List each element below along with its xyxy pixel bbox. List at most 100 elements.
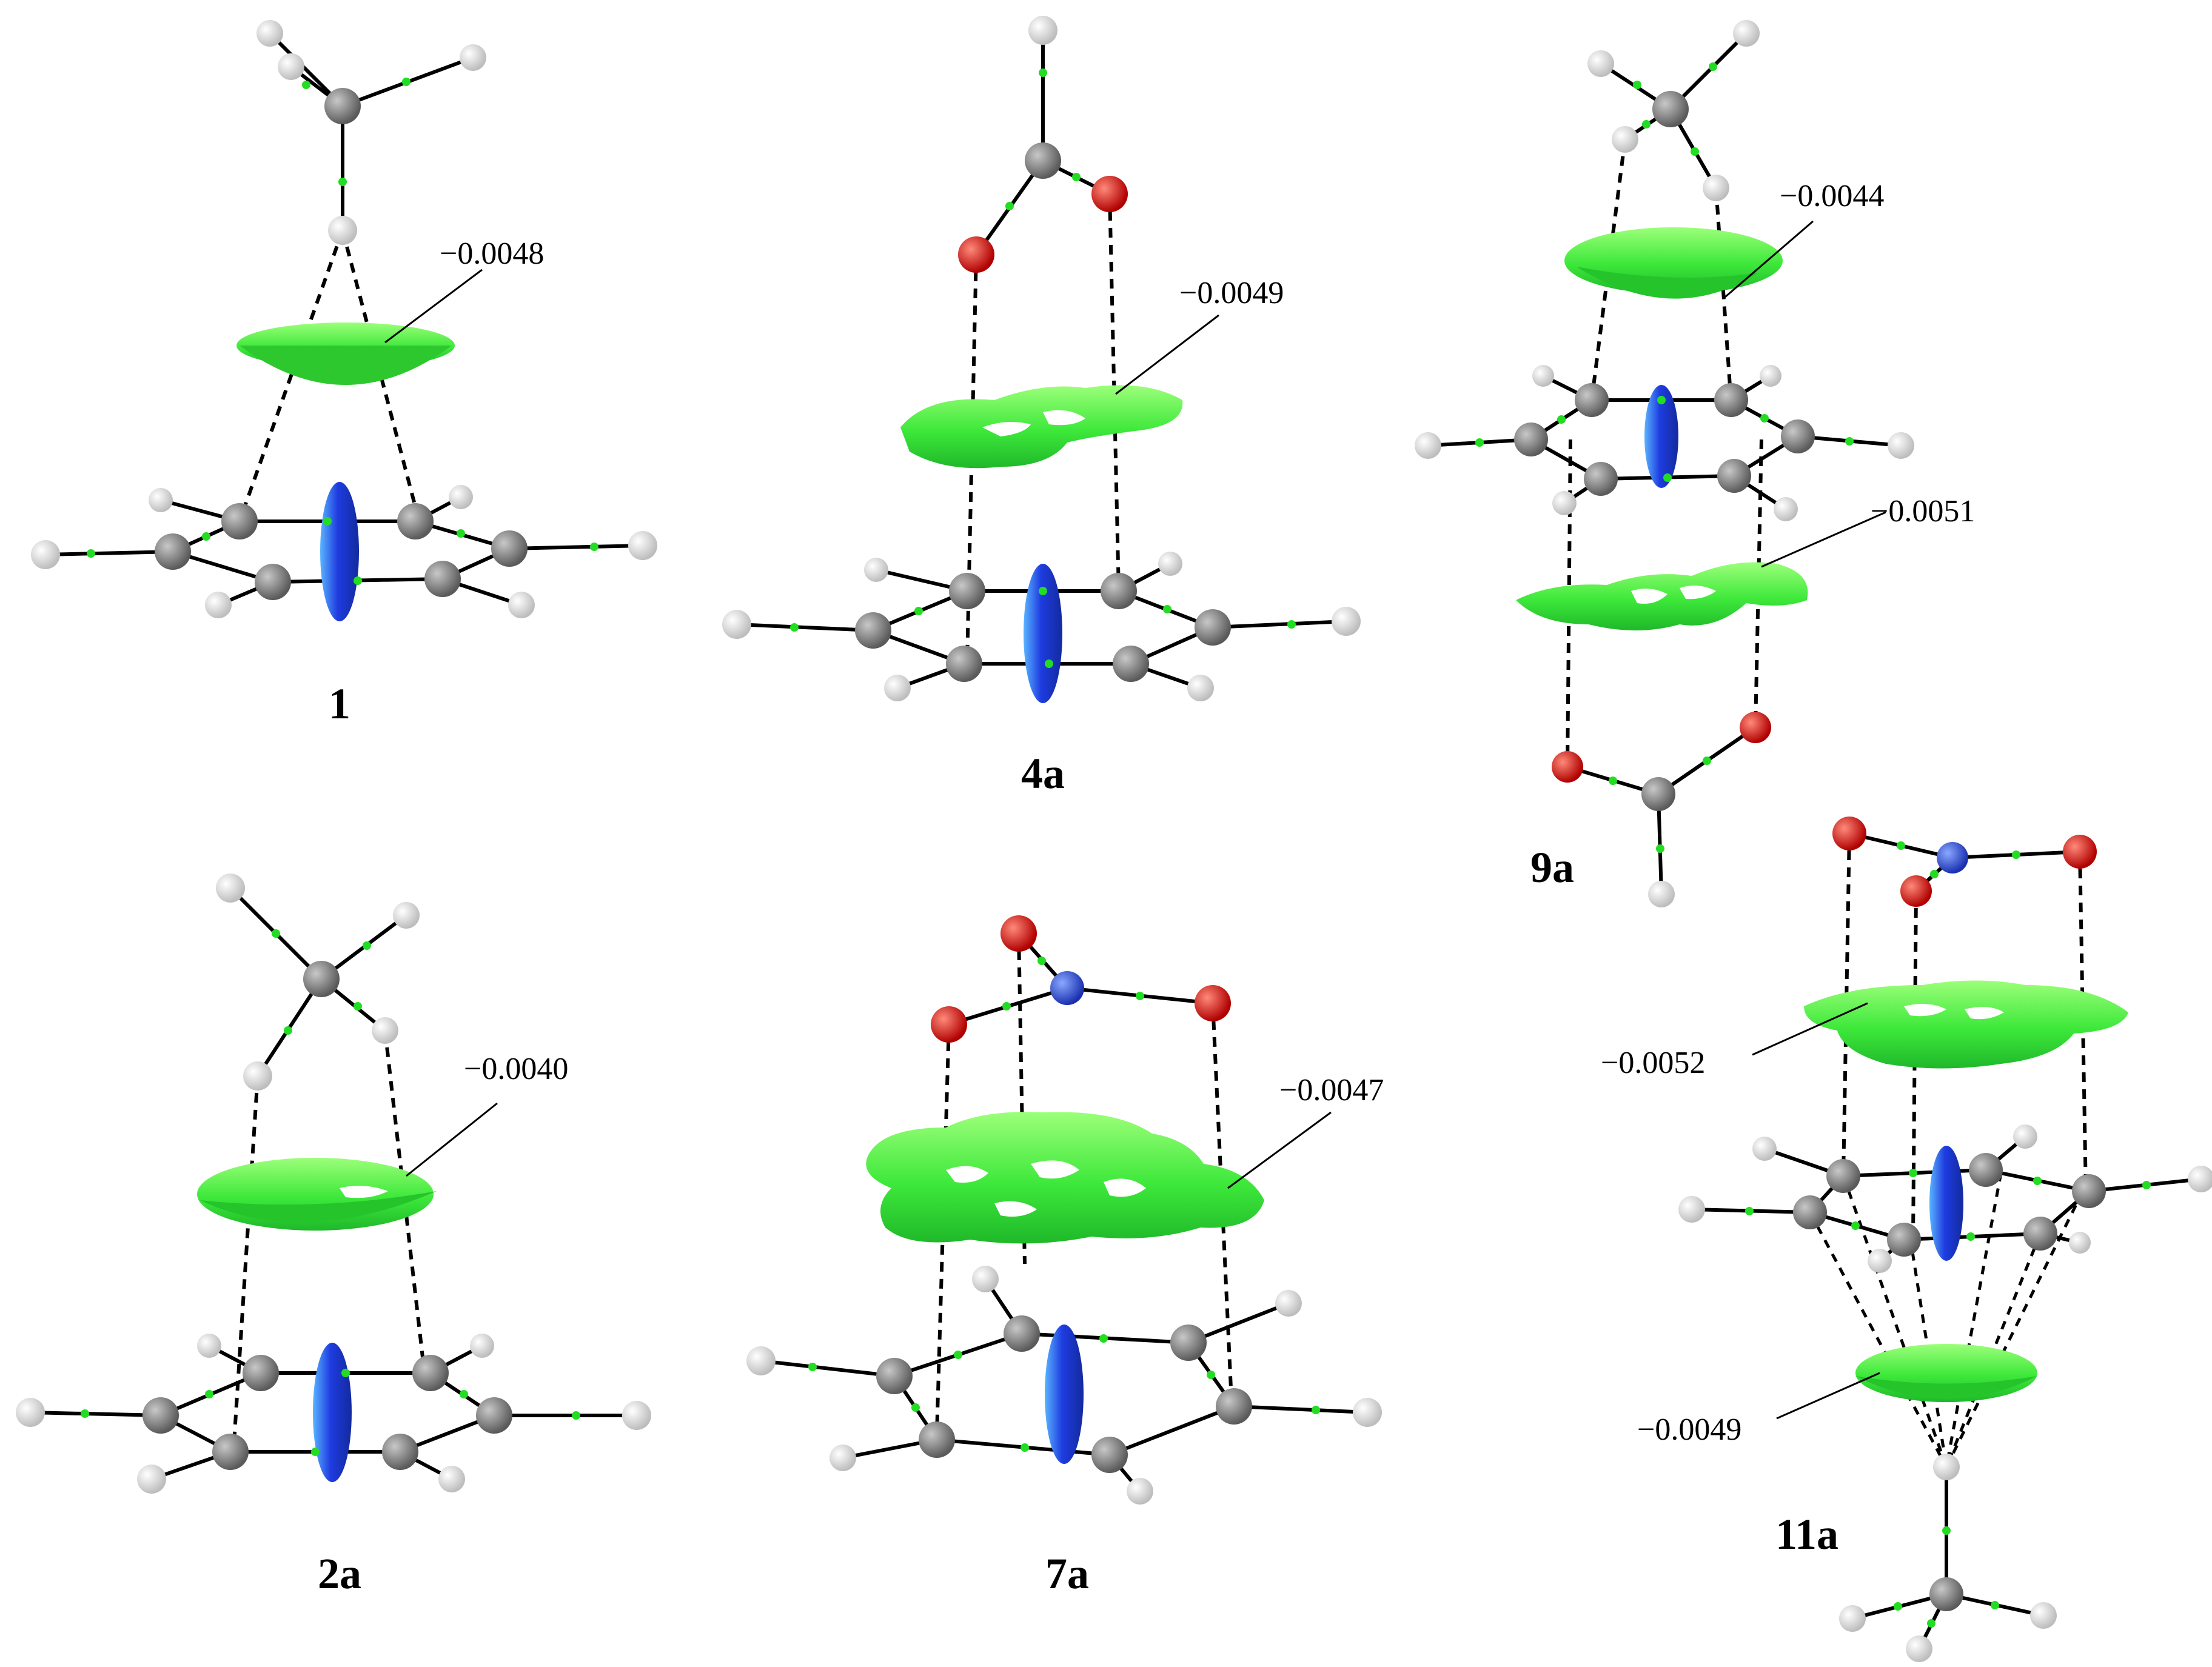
carbon-atom: [1113, 646, 1149, 682]
hydrogen-atom: [149, 488, 173, 512]
hydrogen-atom: [438, 1466, 465, 1492]
hydrogen-atom: [1275, 1290, 1302, 1317]
carbon-atom: [424, 561, 461, 597]
pi-surface: [1929, 1146, 1963, 1261]
bond-critical-points: [87, 78, 598, 585]
bond-critical-points: [81, 929, 580, 1456]
dashed-contacts: [965, 193, 1121, 661]
hydrogen-atom: [1888, 432, 1914, 459]
carbon-atom: [1584, 462, 1618, 496]
hydrogen-atom: [460, 44, 486, 71]
carbon-atom: [476, 1397, 512, 1434]
hydrogen-atom: [16, 1398, 45, 1427]
carbon-atom: [324, 88, 361, 124]
interaction-energy-label: −0.0048: [440, 236, 544, 271]
nci-surface-lower: [1855, 1344, 2037, 1402]
carbon-atom: [1717, 459, 1751, 493]
hydrogen-atom: [205, 592, 232, 618]
carbon-atom: [1575, 383, 1609, 417]
panel-1: −0.0048 1: [31, 20, 657, 728]
carbon-atom: [303, 961, 340, 997]
carbon-atom: [1652, 91, 1689, 127]
hydrogen-atom: [1733, 20, 1760, 47]
hydrogen-atom: [1552, 491, 1577, 515]
hydrogen-atom: [1158, 552, 1182, 576]
pi-surface: [320, 482, 359, 621]
panel-2a: −0.0040 2a: [16, 874, 651, 1598]
interaction-energy-label-lower: −0.0051: [1871, 494, 1975, 529]
carbon-atom: [946, 646, 982, 682]
hydrogen-atom: [2188, 1166, 2212, 1192]
carbon-atom: [876, 1358, 913, 1394]
panel-9a: −0.0044 −0.0051 9a: [1415, 20, 1975, 907]
value-leader-line: [1724, 220, 1814, 298]
atoms: [722, 16, 1361, 701]
oxygen-atom: [958, 236, 994, 273]
atoms: [31, 20, 657, 618]
hydrogen-atom: [508, 592, 535, 618]
nci-surface: [197, 1158, 437, 1231]
nci-surface: [866, 1112, 1264, 1244]
hydrogen-atom: [746, 1346, 776, 1375]
value-leader-line: [1752, 1002, 1868, 1056]
interaction-energy-label: −0.0049: [1179, 276, 1284, 310]
nci-surface-upper: [1804, 980, 2128, 1069]
bond-critical-points: [1475, 62, 1854, 853]
hydrogen-atom: [2013, 1124, 2037, 1149]
hydrogen-atom: [622, 1401, 651, 1430]
nci-surface: [900, 385, 1183, 469]
hydrogen-atom: [1332, 607, 1361, 636]
oxygen-atom: [931, 1006, 967, 1043]
oxygen-atom: [2063, 835, 2097, 869]
hydrogen-atom: [1187, 675, 1214, 701]
hydrogen-atom: [137, 1465, 166, 1494]
oxygen-atom: [1091, 176, 1128, 212]
carbon-atom: [1714, 383, 1748, 417]
carbon-atom: [1826, 1159, 1860, 1193]
panel-label: 4a: [1021, 749, 1065, 798]
interaction-energy-label: −0.0047: [1279, 1073, 1384, 1107]
hydrogen-atom: [1933, 1454, 1960, 1480]
hydrogen-atom: [216, 874, 245, 903]
atoms: [746, 915, 1382, 1505]
pi-surface: [313, 1343, 352, 1482]
hydrogen-atom: [278, 53, 304, 80]
hydrogen-atom: [1028, 16, 1057, 45]
panel-label: 1: [329, 680, 350, 728]
carbon-atom: [1091, 1437, 1128, 1473]
carbon-atom: [155, 533, 191, 570]
value-leader-line: [406, 1102, 498, 1177]
hydrogen-atom: [628, 531, 657, 560]
panel-label: 2a: [318, 1549, 361, 1598]
nci-surface-lower: [1516, 562, 1808, 630]
hydrogen-atom: [1839, 1605, 1866, 1632]
hydrogen-atom: [197, 1334, 221, 1358]
nitrogen-atom: [1050, 971, 1084, 1005]
carbon-atom: [255, 564, 291, 600]
carbon-atom: [212, 1434, 249, 1470]
carbon-atom: [855, 612, 891, 649]
oxygen-atom: [1195, 985, 1231, 1021]
carbon-atom: [1887, 1223, 1921, 1257]
panel-7a: −0.0047 7a: [746, 915, 1384, 1598]
nci-surface-upper: [1564, 227, 1783, 299]
atoms: [16, 874, 651, 1494]
hydrogen-atom: [972, 1266, 999, 1292]
bond-critical-points: [808, 957, 1320, 1452]
hydrogen-atom: [328, 216, 357, 245]
hydrogen-atom: [1532, 365, 1554, 387]
carbon-atom: [1170, 1325, 1207, 1361]
hydrogen-atom: [1415, 432, 1441, 459]
oxygen-atom: [1000, 915, 1037, 952]
carbon-atom: [142, 1397, 179, 1434]
hydrogen-atom: [1678, 1196, 1705, 1223]
carbon-atom: [949, 573, 985, 609]
carbon-atom: [1514, 423, 1548, 456]
hydrogen-atom: [2069, 1232, 2091, 1254]
pi-surface: [1644, 385, 1678, 488]
value-leader-line: [1227, 1111, 1332, 1189]
hydrogen-atom: [864, 558, 888, 582]
hydrogen-atom: [256, 20, 283, 47]
carbon-atom: [243, 1355, 279, 1391]
panel-11a: −0.0052 −0.0049 11a: [1601, 817, 2212, 1662]
